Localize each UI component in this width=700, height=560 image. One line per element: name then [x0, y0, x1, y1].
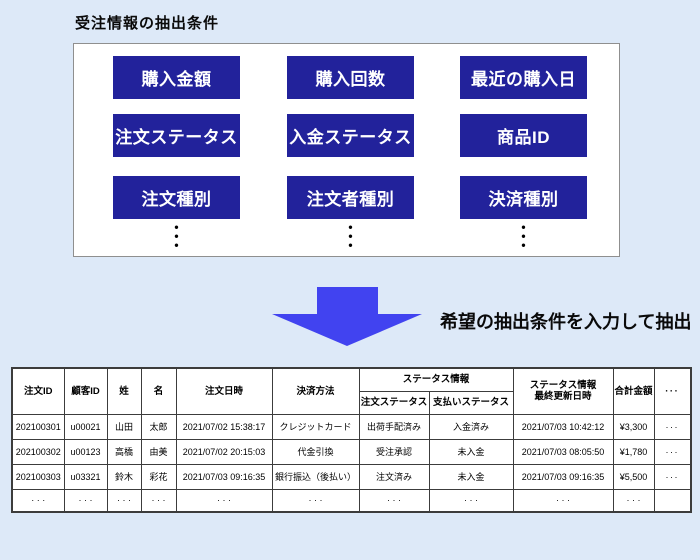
table-cell-more-ellipsis: ···	[653, 463, 692, 490]
condition-button-orderer-type[interactable]: 注文者種別	[287, 176, 414, 219]
more-conditions-dots: • • •	[348, 220, 353, 252]
table-cell: 注文済み	[358, 463, 430, 490]
col-header-total-amount: 合計金額	[612, 367, 655, 415]
condition-button-recent-purchase-date[interactable]: 最近の購入日	[460, 56, 587, 99]
table-cell: 2021/07/02 15:38:17	[175, 413, 273, 440]
table-cell: 入金済み	[428, 413, 514, 440]
col-group-header-status-info: ステータス情報	[358, 367, 514, 392]
condition-button-purchase-amount[interactable]: 購入金額	[113, 56, 240, 99]
table-cell: クレジットカード	[271, 413, 360, 440]
table-cell: ¥3,300	[612, 413, 655, 440]
table-cell: 彩花	[140, 463, 177, 490]
table-cell: 202100301	[11, 413, 65, 440]
condition-button-product-id[interactable]: 商品ID	[460, 114, 587, 157]
continuation-dots: · · ·	[512, 488, 614, 513]
table-cell: u00123	[63, 438, 108, 465]
table-cell: 山田	[106, 413, 142, 440]
table-cell: 2021/07/03 08:05:50	[512, 438, 614, 465]
table-cell: 鈴木	[106, 463, 142, 490]
conditions-panel: 購入金額 購入回数 最近の購入日 注文ステータス 入金ステータス 商品ID 注文…	[73, 43, 620, 257]
continuation-dots: · · ·	[271, 488, 360, 513]
continuation-dots: · · ·	[428, 488, 514, 513]
table-continuation-row: · · · · · · · · · · · · · · · · · · · · …	[11, 488, 692, 513]
arrow-caption: 希望の抽出条件を入力して抽出	[440, 312, 692, 332]
table-cell: u03321	[63, 463, 108, 490]
page-title: 受注情報の抽出条件	[75, 15, 220, 32]
col-header-status-updated: ステータス情報 最終更新日時	[512, 367, 614, 415]
col-header-order-status: 注文ステータス	[358, 390, 430, 415]
table-cell: 出荷手配済み	[358, 413, 430, 440]
table-cell: 2021/07/03 09:16:35	[512, 463, 614, 490]
table-cell: 代金引換	[271, 438, 360, 465]
continuation-dots: · · ·	[175, 488, 273, 513]
continuation-dots: · · ·	[140, 488, 177, 513]
col-header-more-ellipsis: ···	[653, 367, 692, 415]
table-cell: 受注承認	[358, 438, 430, 465]
col-header-payment-status: 支払いステータス	[428, 390, 514, 415]
continuation-dots: · · ·	[358, 488, 430, 513]
down-arrow-icon	[272, 314, 422, 346]
table-cell: 2021/07/03 09:16:35	[175, 463, 273, 490]
down-arrow-icon	[317, 287, 378, 315]
more-conditions-dots: • • •	[174, 220, 179, 252]
table-row: 202100301 u00021 山田 太郎 2021/07/02 15:38:…	[11, 413, 692, 440]
table-cell: ¥5,500	[612, 463, 655, 490]
condition-button-order-type[interactable]: 注文種別	[113, 176, 240, 219]
table-cell: 未入金	[428, 438, 514, 465]
table-cell: 銀行振込（後払い）	[271, 463, 360, 490]
col-header-order-datetime: 注文日時	[175, 367, 273, 415]
table-cell: 2021/07/02 20:15:03	[175, 438, 273, 465]
col-header-customer-id: 顧客ID	[63, 367, 108, 415]
table-cell: 高橋	[106, 438, 142, 465]
table-cell: 202100302	[11, 438, 65, 465]
table-cell: ¥1,780	[612, 438, 655, 465]
condition-button-deposit-status[interactable]: 入金ステータス	[287, 114, 414, 157]
table-cell: 太郎	[140, 413, 177, 440]
condition-button-order-status[interactable]: 注文ステータス	[113, 114, 240, 157]
table-cell: 202100303	[11, 463, 65, 490]
col-header-order-id: 注文ID	[11, 367, 65, 415]
table-cell: u00021	[63, 413, 108, 440]
continuation-dots: · · ·	[612, 488, 655, 513]
table-row: 202100303 u03321 鈴木 彩花 2021/07/03 09:16:…	[11, 463, 692, 490]
table-cell: 由美	[140, 438, 177, 465]
more-conditions-dots: • • •	[521, 220, 526, 252]
col-header-first-name: 名	[140, 367, 177, 415]
table-cell-more-ellipsis: ···	[653, 413, 692, 440]
continuation-dots: · · ·	[106, 488, 142, 513]
empty-cell	[653, 488, 692, 513]
table-cell: 2021/07/03 10:42:12	[512, 413, 614, 440]
orders-table: 注文ID 顧客ID 姓 名 注文日時 決済方法 ステータス情報 ステータス情報 …	[11, 367, 693, 513]
continuation-dots: · · ·	[11, 488, 65, 513]
table-cell-more-ellipsis: ···	[653, 438, 692, 465]
condition-button-purchase-count[interactable]: 購入回数	[287, 56, 414, 99]
condition-button-settlement-type[interactable]: 決済種別	[460, 176, 587, 219]
continuation-dots: · · ·	[63, 488, 108, 513]
col-header-last-name: 姓	[106, 367, 142, 415]
table-cell: 未入金	[428, 463, 514, 490]
col-header-payment-method: 決済方法	[271, 367, 360, 415]
table-row: 202100302 u00123 高橋 由美 2021/07/02 20:15:…	[11, 438, 692, 465]
